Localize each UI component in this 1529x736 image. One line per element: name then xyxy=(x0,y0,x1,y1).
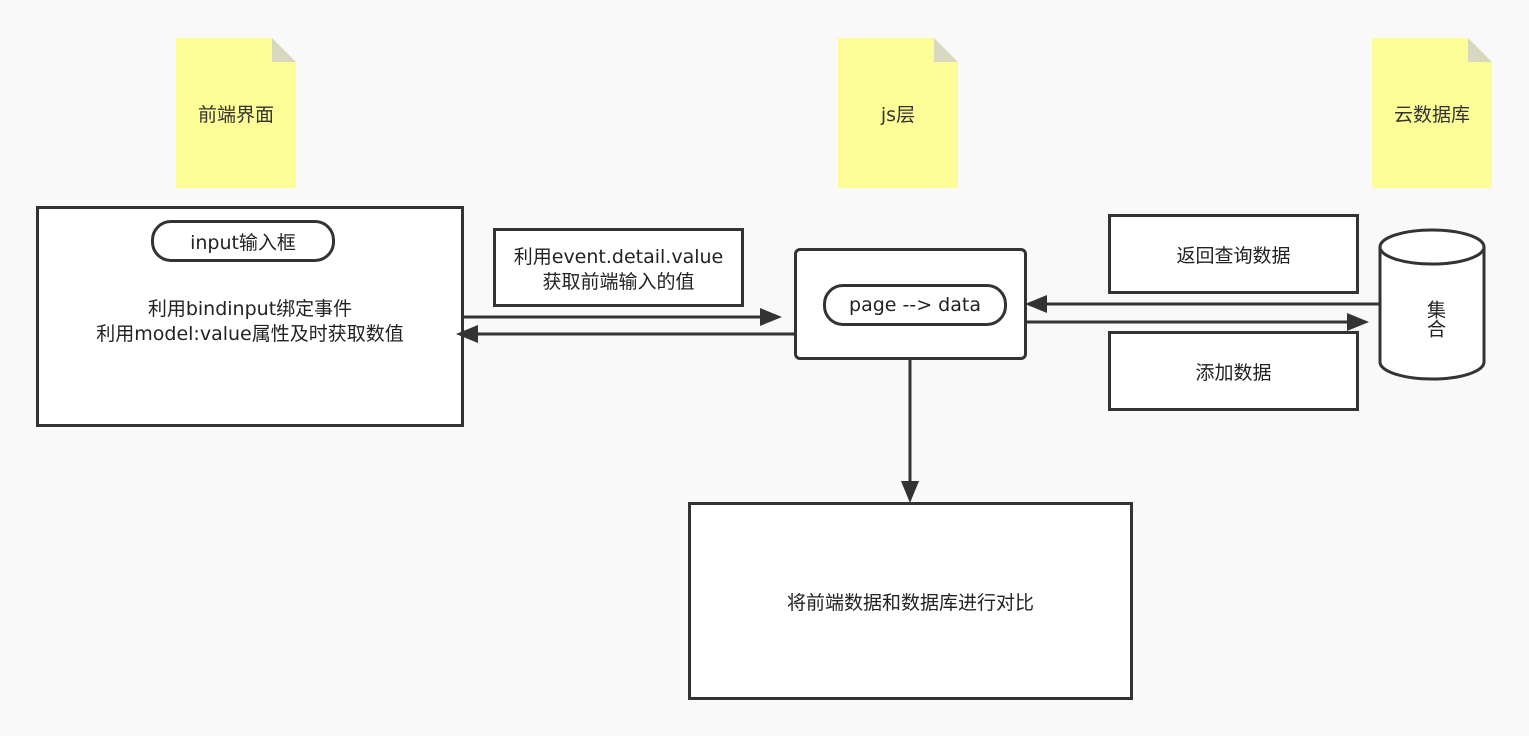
edge-js-to-compare-arrowhead xyxy=(901,481,919,503)
event-line-1: 利用event.detail.value xyxy=(513,246,724,268)
frontend-line-1: 利用bindinput绑定事件 xyxy=(147,298,353,320)
note-frontend: 前端界面 xyxy=(176,38,296,188)
return-data-box: 返回查询数据 xyxy=(1108,214,1359,294)
note-js-layer: js层 xyxy=(838,38,958,188)
add-data-box: 添加数据 xyxy=(1108,331,1359,411)
note-frontend-shape xyxy=(176,38,296,188)
event-line-2: 获取前端输入的值 xyxy=(542,271,695,293)
page-data-pill: page --> data xyxy=(823,284,1007,326)
note-js-layer-label: js层 xyxy=(880,103,916,126)
note-cloud-db-label: 云数据库 xyxy=(1393,103,1470,126)
edge-frontend-to-js-arrowhead xyxy=(760,308,782,326)
frontend-box: input输入框 利用bindinput绑定事件 利用model:value属性… xyxy=(36,206,464,427)
js-layer-box: page --> data xyxy=(794,248,1027,360)
frontend-line-2: 利用model:value属性及时获取数值 xyxy=(96,323,404,345)
event-value-box: 利用event.detail.value 获取前端输入的值 xyxy=(493,228,744,307)
note-cloud-db-shape xyxy=(1372,38,1492,188)
compare-box: 将前端数据和数据库进行对比 xyxy=(688,502,1133,700)
note-frontend-label: 前端界面 xyxy=(197,103,274,126)
collection-label: 集合 xyxy=(1424,300,1446,338)
return-data-label: 返回查询数据 xyxy=(1176,245,1291,267)
edge-collection-to-js-arrowhead xyxy=(1025,295,1047,313)
add-data-label: 添加数据 xyxy=(1195,362,1272,384)
edge-js-to-collection-arrowhead xyxy=(1347,313,1369,331)
note-js-layer-shape xyxy=(838,38,958,188)
compare-label: 将前端数据和数据库进行对比 xyxy=(786,592,1034,614)
input-pill: input输入框 xyxy=(151,220,335,262)
note-cloud-db: 云数据库 xyxy=(1372,38,1492,188)
